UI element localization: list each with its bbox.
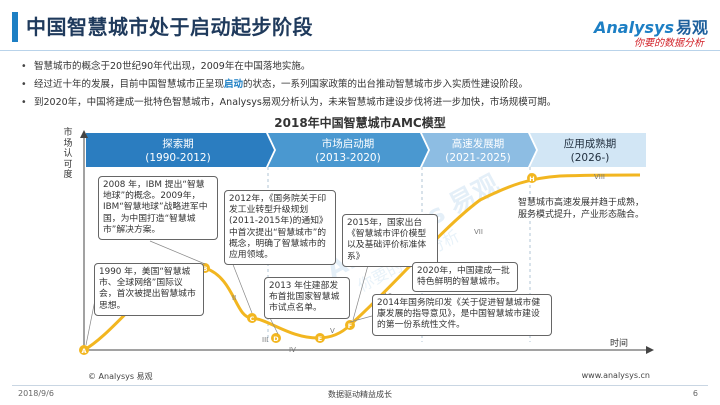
page-title: 中国智慧城市处于启动起步阶段	[26, 15, 313, 39]
y-axis-label: 市场认可度	[63, 128, 73, 180]
stage-numeral: IV	[289, 346, 296, 354]
connector-line	[352, 257, 371, 321]
bullet-text-before: 经过近十年的发展，目前中国智慧城市正呈现	[34, 79, 225, 90]
footer-date: 2018/9/6	[18, 389, 54, 398]
stage-numeral: III	[262, 336, 268, 344]
stage-marker-d: D	[271, 333, 281, 343]
phase-banner-growth	[422, 133, 536, 167]
stage-marker-label: B	[203, 265, 208, 273]
stage-numeral: II	[232, 294, 236, 302]
annotation-1990: 1990 年，美国“智慧城市、全球网络”国际议会，首次被提出智慧城市思想。	[94, 263, 204, 316]
title-divider	[0, 50, 720, 51]
stage-numeral: VII	[474, 228, 483, 236]
annotation-mature-stage: 智慧城市高速发展并趋于成熟，服务模式提升，产业形态融合。	[518, 198, 645, 220]
bullet-item: 到2020年，中国将建成一批特色智慧城市，Analysys易观分析认为，未来智慧…	[18, 94, 708, 112]
annotation-2012-policy: 2012年，《国务院关于印发工业转型升级规划(2011-2015年)的通知》中首…	[224, 190, 336, 266]
connector-line	[349, 315, 373, 323]
annotation-2020-goal: 2020年，中国建成一批特色鲜明的智慧城市。	[412, 262, 518, 293]
footer-copyright: © Analysys 易观	[88, 372, 153, 381]
stage-marker-h: H	[527, 173, 537, 183]
phase-name: 市场启动期	[322, 137, 375, 150]
phase-years: (2021-2025)	[445, 152, 510, 164]
stage-marker-label: A	[81, 347, 86, 355]
annotation-ibm-2008: 2008 年，IBM 提出“智慧地球”的概念。2009年，IBM“智慧地球”战略…	[98, 176, 218, 241]
x-axis-label: 时间	[610, 337, 628, 349]
annotation-2013-pilot: 2013 年住建部发布首批国家智慧城市试点名单。	[264, 277, 350, 319]
logo-en: Analysys	[594, 18, 674, 37]
stage-numeral: VIII	[594, 173, 605, 181]
footer-url: www.analysys.cn	[581, 371, 650, 380]
logo-tagline: 你要的数据分析	[634, 38, 704, 49]
phase-years: (2013-2020)	[315, 152, 380, 164]
footer-slogan: 数据驱动精益成长	[328, 390, 392, 399]
phase-banner-launch	[268, 133, 428, 167]
logo-cn: 易观	[675, 18, 708, 37]
footer-divider	[12, 385, 708, 386]
phase-name: 应用成熟期	[564, 137, 617, 150]
bullet-highlight: 启动	[224, 79, 244, 90]
stage-marker-a: A	[79, 345, 89, 355]
bullet-item: 智慧城市的概念于20世纪90年代出现，2009年在中国落地实施。	[18, 58, 708, 76]
annotation-2015-standard: 2015年，国家出台《智慧城市评价模型以及基础评价标准体系》	[342, 214, 438, 267]
phase-years: (2026-)	[571, 152, 610, 164]
stage-marker-label: H	[529, 175, 534, 183]
phase-banner-mature	[530, 133, 646, 167]
phase-years: (1990-2012)	[145, 152, 210, 164]
phase-name: 高速发展期	[452, 137, 505, 150]
phase-name: 探索期	[162, 137, 194, 150]
title-accent-bar	[12, 12, 18, 42]
bullet-text: 到2020年，中国将建成一批特色智慧城市，Analysys易观分析认为，未来智慧…	[34, 97, 557, 108]
stage-marker-label: F	[348, 322, 352, 330]
stage-marker-c: C	[247, 313, 257, 323]
page-number: 6	[692, 389, 698, 398]
connector-line	[149, 240, 206, 265]
connector-line	[231, 261, 253, 314]
bullet-list: 智慧城市的概念于20世纪90年代出现，2009年在中国落地实施。 经过近十年的发…	[18, 58, 708, 112]
stage-numeral: V	[330, 327, 335, 335]
bullet-text: 智慧城市的概念于20世纪90年代出现，2009年在中国落地实施。	[34, 61, 311, 72]
connector-line	[85, 299, 96, 346]
stage-marker-e: E	[315, 333, 325, 343]
stage-marker-label: C	[250, 315, 255, 323]
bullet-text-after: 的状态，一系列国家政策的出台推动智慧城市步入实质性建设阶段。	[243, 79, 529, 90]
diagram-title: 2018年中国智慧城市AMC模型	[274, 116, 446, 130]
phase-banner-exploration	[86, 133, 274, 167]
stage-marker-label: E	[318, 335, 322, 343]
stage-marker-label: D	[273, 335, 279, 343]
annotation-2014-guideline: 2014年国务院印发《关于促进智慧城市健康发展的指导意见》，是中国智慧城市建设的…	[372, 294, 552, 336]
stage-marker-f: F	[345, 320, 355, 330]
bullet-item: 经过近十年的发展，目前中国智慧城市正呈现启动的状态，一系列国家政策的出台推动智慧…	[18, 76, 708, 94]
